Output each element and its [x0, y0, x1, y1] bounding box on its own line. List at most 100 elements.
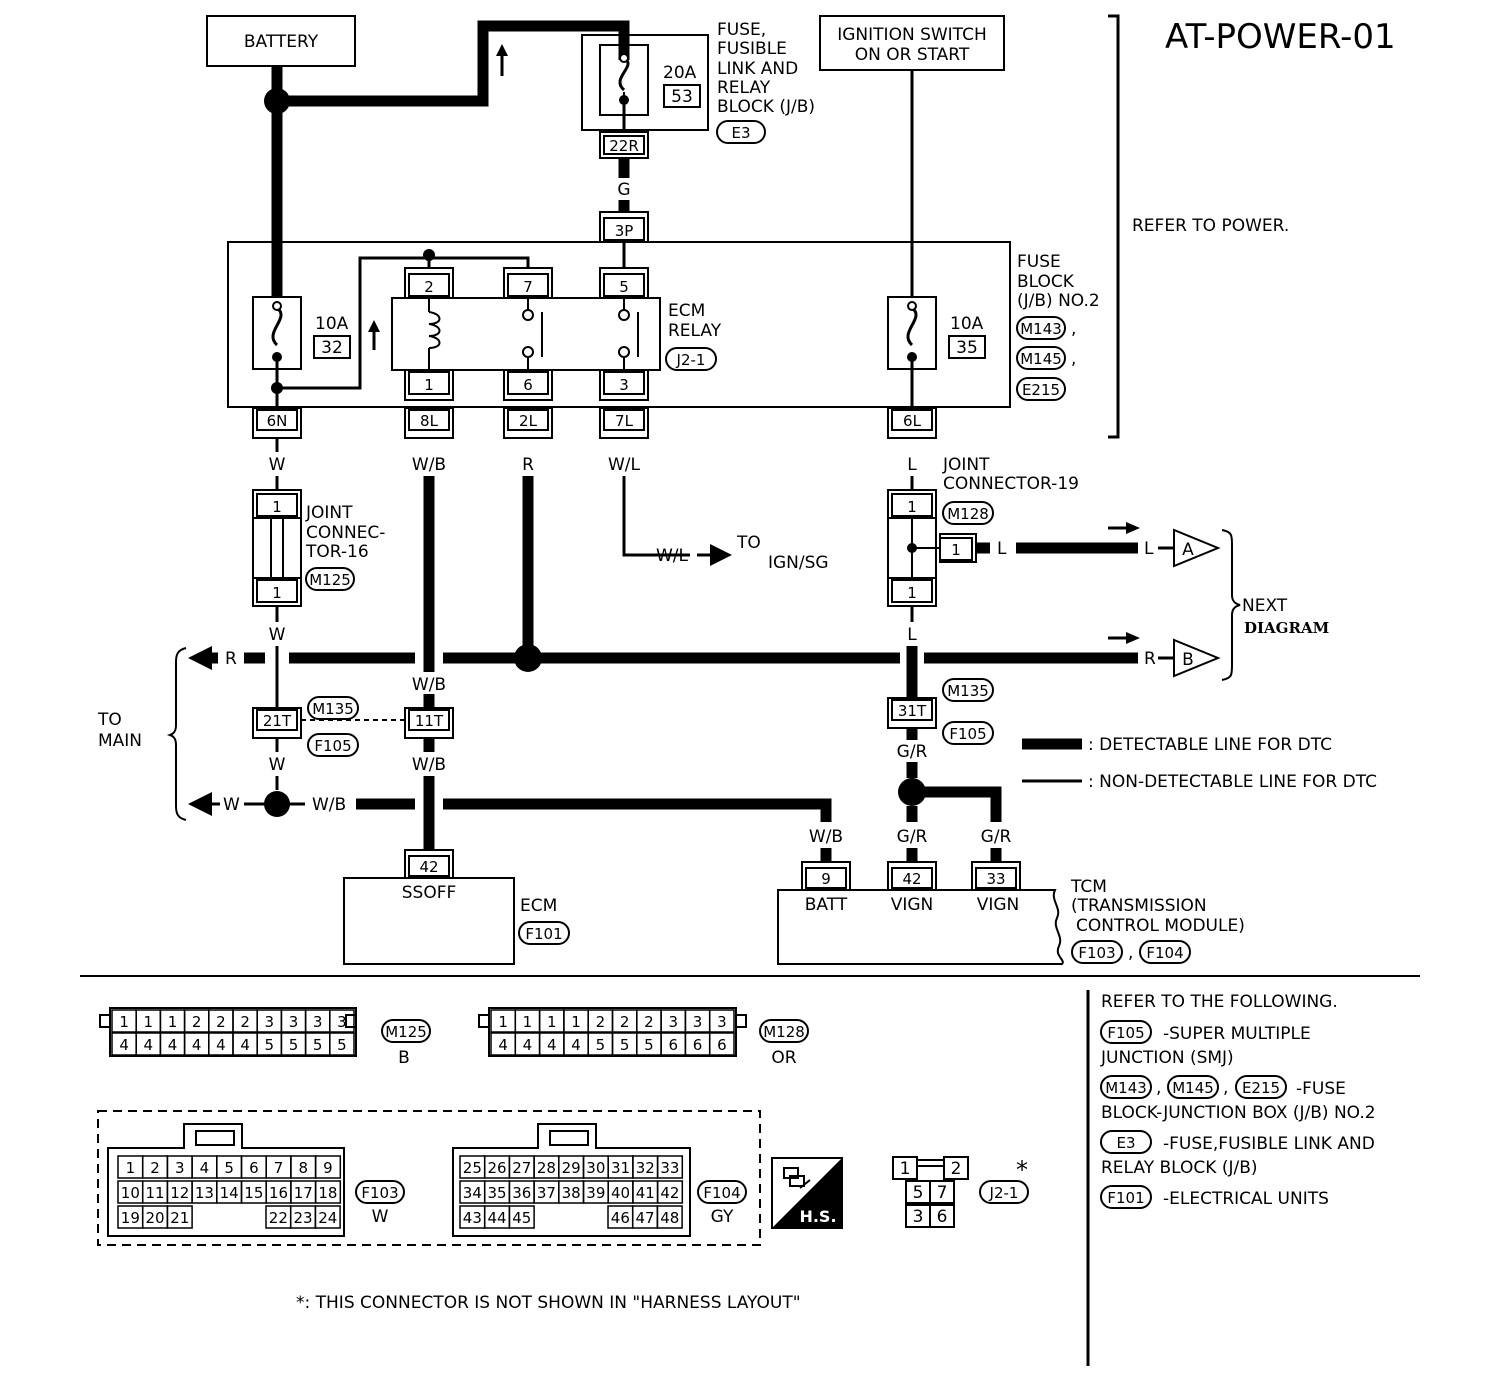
svg-text:M128: M128 [763, 1023, 805, 1041]
svg-text:M143: M143 [1105, 1079, 1147, 1097]
svg-text:L: L [907, 625, 917, 645]
svg-text:9: 9 [821, 870, 831, 888]
svg-text:TO: TO [736, 533, 761, 553]
connector-pin: 5 [289, 1036, 299, 1054]
svg-text:-FUSE: -FUSE [1296, 1079, 1346, 1099]
connector-pin: 46 [611, 1209, 630, 1227]
connector-pin: 5 [265, 1036, 275, 1054]
connector-pin: 36 [512, 1184, 531, 1202]
connector-pin: 48 [660, 1209, 679, 1227]
svg-text:E215: E215 [1242, 1079, 1280, 1097]
current-arrow-up-2 [368, 320, 380, 350]
svg-text:ON OR START: ON OR START [855, 45, 970, 65]
harness-group-box [97, 1110, 761, 1246]
svg-text:CONTROL MODULE): CONTROL MODULE) [1076, 916, 1245, 936]
connector-pin: 4 [144, 1036, 154, 1054]
connector-pin: 18 [318, 1184, 337, 1202]
svg-text:LINK AND: LINK AND [717, 59, 798, 79]
svg-text:W: W [223, 795, 240, 815]
svg-text:OR: OR [771, 1048, 796, 1068]
fuse-block-lower-terminals: 6N 8L 2L 7L 6L [252, 407, 937, 439]
connector-pin: 4 [547, 1036, 557, 1054]
connector-f101-tag: F101 [525, 925, 562, 943]
connector-pin: 26 [488, 1159, 507, 1177]
svg-text:11T: 11T [415, 712, 444, 730]
connector-pin: 6 [249, 1159, 259, 1177]
connector-pin: 6 [668, 1036, 678, 1054]
svg-text:FUSE: FUSE [1017, 252, 1061, 272]
connector-pin: 43 [463, 1209, 482, 1227]
svg-text:BLOCK (J/B): BLOCK (J/B) [717, 97, 815, 117]
connector-pin: 1 [119, 1013, 129, 1031]
svg-text:6L: 6L [903, 412, 922, 430]
svg-text:CONNEC-: CONNEC- [306, 523, 385, 543]
to-ign-arrow [710, 544, 732, 566]
connector-pin: 32 [636, 1159, 655, 1177]
connector-e3-tag: E3 [731, 124, 750, 142]
connector-pin: 2 [192, 1013, 202, 1031]
svg-text:3: 3 [913, 1207, 924, 1227]
svg-text:W/B: W/B [312, 795, 346, 815]
svg-text:7: 7 [523, 278, 533, 296]
connector-pin: 4 [192, 1036, 202, 1054]
refer-to-power-text: REFER TO POWER. [1132, 216, 1289, 236]
svg-text:VIGN: VIGN [977, 895, 1020, 915]
svg-text:W/L: W/L [656, 546, 689, 566]
svg-text:3: 3 [619, 376, 629, 394]
svg-text:FUSIBLE: FUSIBLE [717, 39, 787, 59]
diagram-title: AT-POWER-01 [1165, 17, 1396, 57]
svg-text:6: 6 [523, 376, 533, 394]
connector-pin: 35 [488, 1184, 507, 1202]
connector-pin: 12 [170, 1184, 189, 1202]
connector-pin: 4 [168, 1036, 178, 1054]
svg-text:32: 32 [321, 338, 343, 358]
svg-text:1: 1 [272, 584, 282, 602]
svg-text:(J/B) NO.2: (J/B) NO.2 [1017, 291, 1100, 311]
svg-text:M145: M145 [1020, 350, 1062, 368]
svg-text:G: G [617, 180, 630, 200]
svg-text:BATT: BATT [805, 895, 848, 915]
connector-pin: 1 [144, 1013, 154, 1031]
connector-pin: 30 [586, 1159, 605, 1177]
svg-text:ECM: ECM [520, 896, 557, 916]
svg-text:M135: M135 [312, 700, 354, 718]
connector-pin: 3 [265, 1013, 275, 1031]
svg-text:W/B: W/B [412, 755, 446, 775]
connector-pin: 1 [126, 1159, 136, 1177]
connector-pin: 2 [240, 1013, 250, 1031]
svg-text:W/L: W/L [608, 455, 641, 475]
connector-pin: 4 [571, 1036, 581, 1054]
svg-text:,: , [1156, 1078, 1161, 1098]
svg-text:1: 1 [424, 376, 434, 394]
svg-text:REFER TO THE FOLLOWING.: REFER TO THE FOLLOWING. [1101, 992, 1338, 1012]
connector-pin: 5 [644, 1036, 654, 1054]
svg-text:W: W [269, 625, 286, 645]
svg-text:RELAY: RELAY [668, 321, 722, 341]
connector-pin: 5 [620, 1036, 630, 1054]
connector-pin: 37 [537, 1184, 556, 1202]
svg-text:A: A [1182, 540, 1194, 560]
connector-pin: 47 [636, 1209, 655, 1227]
svg-text:M143: M143 [1020, 320, 1062, 338]
connector-pin: 29 [562, 1159, 581, 1177]
connector-pin: 19 [121, 1209, 140, 1227]
joint-connector-16: 1 1 JOINT CONNEC- TOR-16 M125 [252, 489, 385, 607]
svg-text:W: W [269, 755, 286, 775]
svg-text:L: L [907, 455, 917, 475]
connector-pin: 45 [512, 1209, 531, 1227]
connector-pin: 10 [121, 1184, 140, 1202]
connector-pin: 4 [216, 1036, 226, 1054]
svg-text:ECM: ECM [668, 301, 705, 321]
svg-text:G/R: G/R [897, 827, 928, 847]
svg-text:10A: 10A [315, 314, 349, 334]
joint-connector-19: 1 1 1 JOINT CONNECTOR-19 M128 [887, 455, 1079, 607]
connector-pin: 15 [244, 1184, 263, 1202]
svg-text:1: 1 [951, 541, 961, 559]
svg-text:DIAGRAM: DIAGRAM [1244, 619, 1329, 637]
svg-text:M125: M125 [309, 571, 351, 589]
connector-pin: 3 [693, 1013, 703, 1031]
connector-pin: 3 [717, 1013, 727, 1031]
